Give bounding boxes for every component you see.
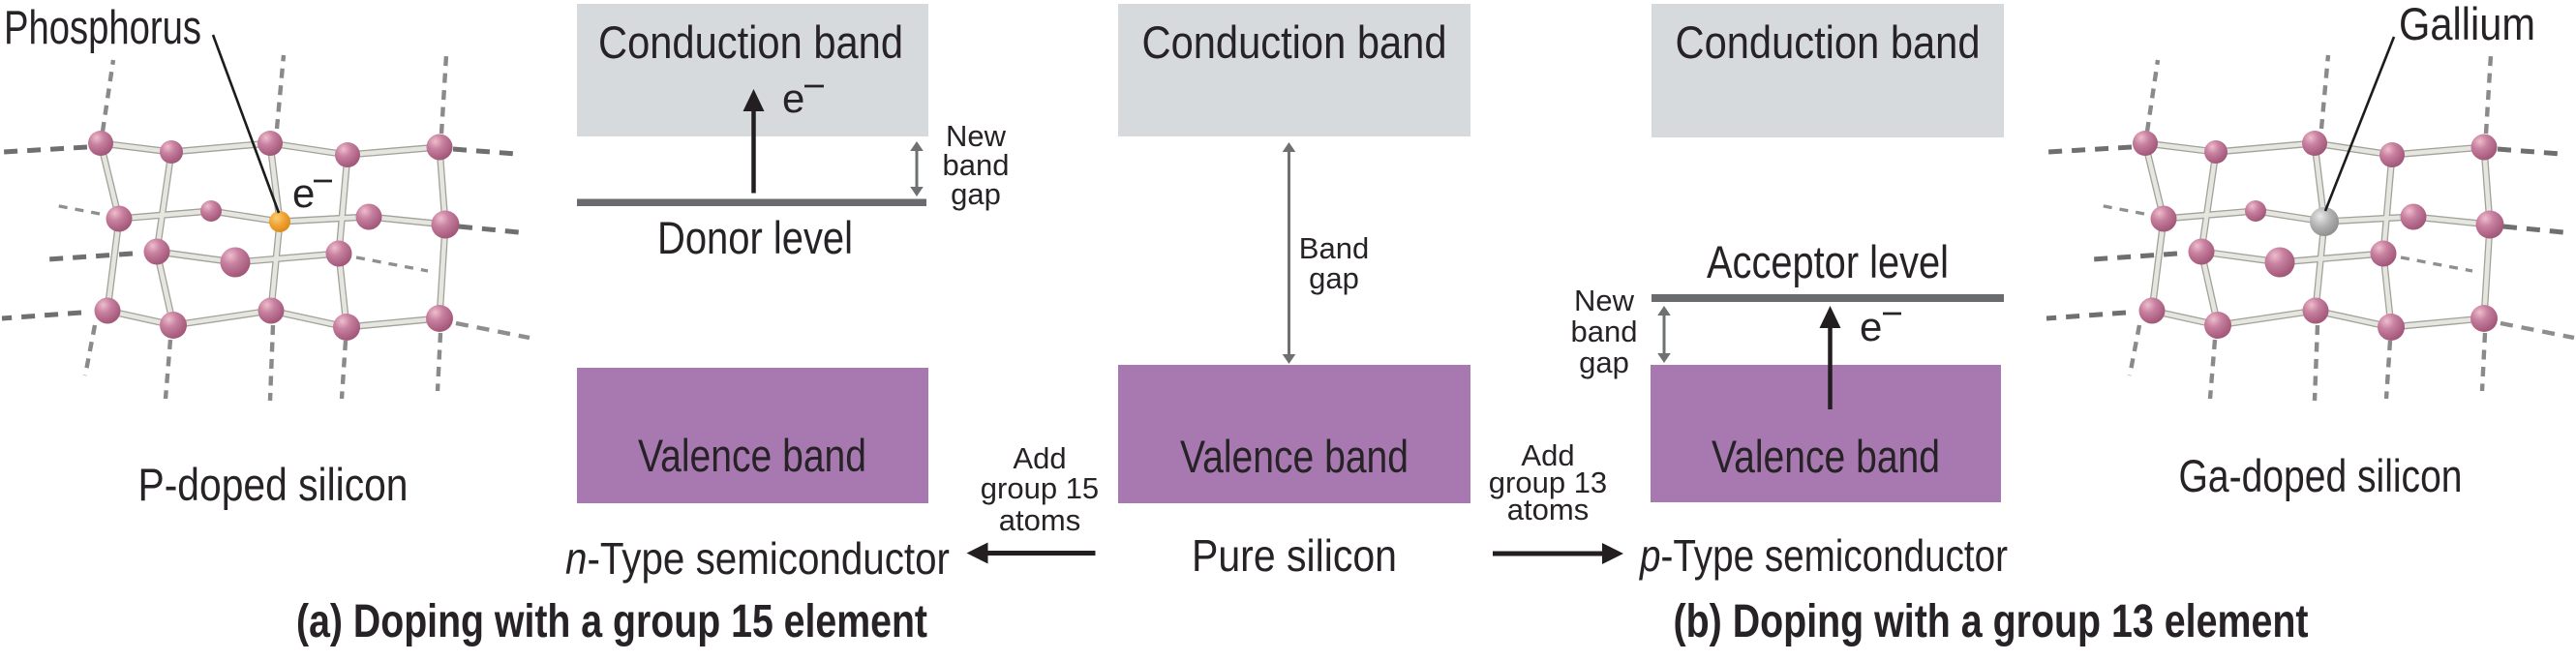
svg-text:(b) Doping with a group 13 ele: (b) Doping with a group 13 element (1674, 596, 2309, 647)
svg-text:New: New (1574, 284, 1635, 317)
svg-text:Valence band: Valence band (638, 430, 866, 481)
svg-text:atoms: atoms (999, 503, 1080, 537)
svg-text:P-doped silicon: P-doped silicon (138, 459, 409, 510)
svg-text:n-Type semiconductor: n-Type semiconductor (565, 533, 950, 584)
svg-text:Phosphorus: Phosphorus (4, 2, 201, 54)
svg-text:Valence band: Valence band (1180, 431, 1409, 482)
svg-text:Add: Add (1013, 441, 1066, 475)
svg-text:e: e (782, 75, 804, 121)
svg-text:Conduction band: Conduction band (1142, 16, 1447, 68)
svg-text:Band: Band (1299, 231, 1369, 265)
svg-text:(a) Doping with a group 15 ele: (a) Doping with a group 15 element (296, 596, 927, 647)
svg-text:Pure silicon: Pure silicon (1192, 530, 1397, 581)
svg-text:Acceptor level: Acceptor level (1707, 236, 1949, 287)
svg-text:Gallium: Gallium (2399, 0, 2535, 49)
svg-text:Valence band: Valence band (1712, 431, 1940, 482)
svg-text:group 15: group 15 (981, 471, 1099, 505)
svg-text:Add: Add (1521, 438, 1574, 472)
svg-text:atoms: atoms (1507, 493, 1589, 526)
svg-text:gap: gap (951, 177, 1001, 211)
svg-text:group 13: group 13 (1489, 466, 1607, 499)
svg-text:New: New (946, 119, 1007, 153)
svg-text:Conduction band: Conduction band (598, 16, 903, 68)
svg-text:gap: gap (1309, 261, 1359, 295)
svg-text:e: e (1860, 304, 1882, 349)
svg-text:Donor level: Donor level (657, 212, 853, 263)
svg-text:gap: gap (1579, 346, 1629, 379)
svg-text:Conduction band: Conduction band (1676, 16, 1981, 68)
svg-text:band: band (943, 148, 1010, 182)
svg-text:band: band (1571, 315, 1638, 348)
svg-text:e: e (292, 170, 315, 216)
svg-text:p-Type semiconductor: p-Type semiconductor (1638, 530, 2008, 581)
svg-text:Ga-doped silicon: Ga-doped silicon (2179, 450, 2463, 501)
